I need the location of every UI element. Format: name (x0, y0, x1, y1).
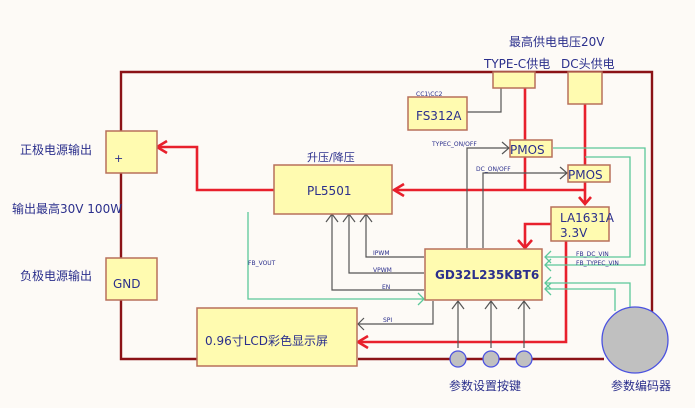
setting-button-2 (482, 350, 500, 368)
ldo-name-text: LA1631A (560, 211, 615, 225)
dc-onoff-signal: DC_ON/OFF (476, 166, 511, 173)
mcu-text: GD32L235KBT6 (435, 268, 539, 282)
converter-title: 升压/降压 (307, 150, 355, 164)
la1631a-block (550, 206, 610, 242)
negative-output-label: 负极电源输出 (20, 268, 92, 283)
control-lines (325, 88, 568, 348)
encoder-knob (601, 306, 669, 374)
gnd-terminal-block (105, 257, 158, 301)
typec-connector-block (492, 71, 536, 89)
fs312a-block (407, 96, 468, 131)
encoder-label: 参数编码器 (611, 378, 671, 393)
positive-output-label: 正极电源输出 (20, 142, 92, 157)
max-voltage-label: 最高供电电压20V (509, 34, 605, 49)
gnd-terminal-text: GND (113, 277, 141, 291)
fb-vout-signal: FB_VOUT (248, 260, 276, 267)
lcd-text: 0.96寸LCD彩色显示屏 (205, 334, 328, 348)
fb-typec-vin-signal: FB_TYPEC_VIN (576, 260, 619, 267)
ground-frame (119, 70, 654, 361)
dc-connector-block (567, 71, 603, 105)
feedback-lines (247, 147, 646, 311)
buttons-label: 参数设置按键 (449, 378, 521, 393)
ipwm-signal: IPWM (373, 250, 390, 257)
dc-supply-label: DC头供电 (561, 57, 615, 71)
positive-terminal-block (105, 130, 158, 174)
pd-chip-pin-label: CC1\CC2 (416, 91, 443, 98)
pmos-dc-text: PMOS (568, 168, 603, 182)
lcd-block (196, 307, 358, 367)
pl5501-text: PL5501 (307, 184, 351, 198)
setting-button-1 (449, 350, 467, 368)
positive-terminal-text: + (114, 152, 123, 165)
max-output-label: 输出最高30V 100W (12, 201, 122, 216)
fb-dc-vin-signal: FB_DC_VIN (576, 251, 609, 258)
pmos-typec-block (509, 139, 553, 158)
pmos-typec-text: PMOS (510, 143, 545, 157)
setting-button-3 (515, 350, 533, 368)
vpwm-signal: VPWM (373, 267, 392, 274)
pmos-dc-block (567, 164, 611, 183)
typec-supply-label: TYPE-C供电 (483, 57, 550, 71)
spi-signal: SPI (383, 317, 392, 324)
en-signal: EN (382, 284, 390, 291)
fs312a-text: FS312A (416, 109, 462, 123)
pl5501-block (273, 164, 393, 215)
typec-onoff-signal: TYPEC_ON/OFF (431, 141, 477, 148)
ldo-voltage-text: 3.3V (560, 226, 588, 240)
mcu-block (424, 248, 543, 301)
